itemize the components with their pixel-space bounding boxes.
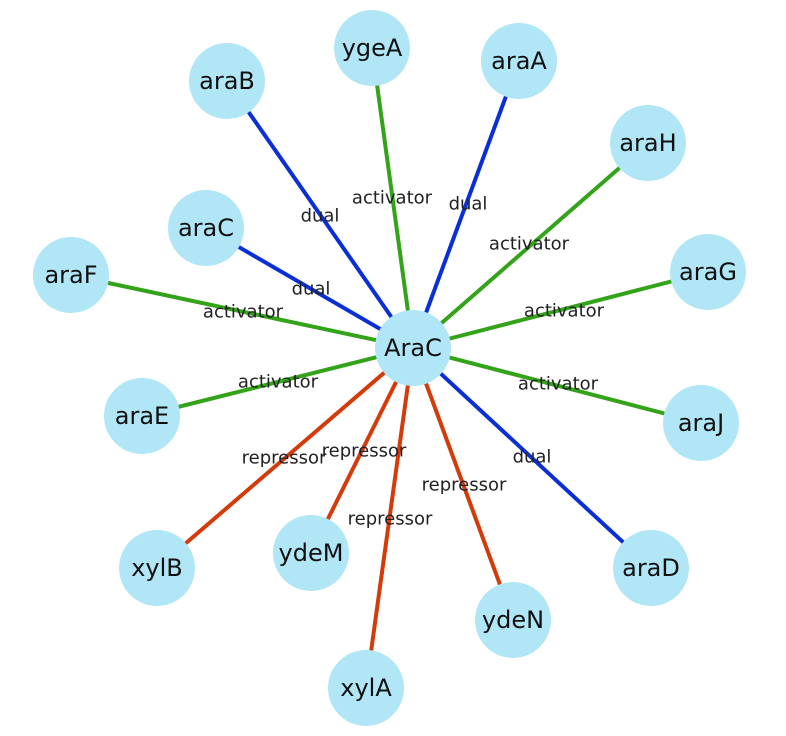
node-ygeA[interactable]: ygeA bbox=[334, 10, 410, 86]
node-ygeA-circle[interactable] bbox=[334, 10, 410, 86]
node-araH-circle[interactable] bbox=[610, 105, 686, 181]
edge-araB bbox=[225, 79, 415, 350]
node-araA-circle[interactable] bbox=[481, 23, 557, 99]
node-ydeN[interactable]: ydeN bbox=[475, 582, 551, 658]
edge-label-ydeM: repressor bbox=[322, 441, 407, 462]
edge-araC bbox=[204, 226, 415, 350]
node-ydeM-label: ydeM bbox=[279, 539, 344, 567]
node-ygeA-label: ygeA bbox=[342, 34, 403, 62]
edge-label-araA: dual bbox=[449, 194, 488, 215]
node-araH[interactable]: araH bbox=[610, 105, 686, 181]
edge-araG bbox=[412, 270, 709, 350]
edge-araH bbox=[411, 141, 650, 350]
node-araC-label: araC bbox=[178, 214, 234, 242]
edges-layer bbox=[70, 47, 709, 689]
node-ydeM-circle[interactable] bbox=[273, 515, 349, 591]
node-araA[interactable]: araA bbox=[481, 23, 557, 99]
edge-xylA bbox=[364, 347, 415, 689]
node-xylB[interactable]: xylB bbox=[119, 530, 195, 606]
edge-label-araJ: activator bbox=[518, 374, 599, 395]
edge-araF bbox=[70, 273, 414, 350]
edge-label-ygeA: activator bbox=[352, 188, 433, 209]
node-araB-circle[interactable] bbox=[189, 43, 265, 119]
edge-label-araH: activator bbox=[489, 234, 570, 255]
node-araJ-label: araJ bbox=[678, 409, 724, 437]
node-araF[interactable]: araF bbox=[33, 237, 109, 313]
node-xylA-label: xylA bbox=[340, 674, 392, 702]
edge-araD bbox=[411, 346, 653, 570]
edge-label-araG: activator bbox=[524, 301, 605, 322]
edge-ydeM bbox=[309, 347, 415, 554]
node-xylA[interactable]: xylA bbox=[328, 650, 404, 726]
node-araG-circle[interactable] bbox=[670, 234, 746, 310]
nodes-layer: araB ygeA araA araH araC araF araG araE araJ xylB… bbox=[33, 10, 746, 726]
node-araE[interactable]: araE bbox=[104, 378, 180, 454]
node-araD[interactable]: araD bbox=[613, 530, 689, 606]
node-araG-label: araG bbox=[679, 258, 737, 286]
node-araB[interactable]: araB bbox=[189, 43, 265, 119]
edge-label-araF: activator bbox=[203, 302, 284, 323]
node-araE-circle[interactable] bbox=[104, 378, 180, 454]
node-xylB-circle[interactable] bbox=[119, 530, 195, 606]
node-araJ[interactable]: araJ bbox=[663, 385, 739, 461]
node-hub-AraC-label: AraC bbox=[384, 334, 442, 362]
node-araD-label: araD bbox=[622, 554, 680, 582]
node-araH-label: araH bbox=[619, 129, 676, 157]
edge-label-xylB: repressor bbox=[242, 448, 327, 469]
node-ydeN-label: ydeN bbox=[482, 606, 544, 634]
node-xylA-circle[interactable] bbox=[328, 650, 404, 726]
node-araF-circle[interactable] bbox=[33, 237, 109, 313]
edge-araJ bbox=[412, 346, 702, 425]
node-araJ-circle[interactable] bbox=[663, 385, 739, 461]
node-araE-label: araE bbox=[115, 402, 169, 430]
edge-label-araD: dual bbox=[513, 447, 552, 468]
node-hub-AraC[interactable]: AraC bbox=[375, 310, 451, 386]
node-araF-label: araF bbox=[44, 261, 97, 289]
node-hub-AraC-circle[interactable] bbox=[375, 310, 451, 386]
node-araB-label: araB bbox=[199, 67, 255, 95]
node-ydeN-circle[interactable] bbox=[475, 582, 551, 658]
edge-label-ydeN: repressor bbox=[422, 475, 507, 496]
edge-label-araB: dual bbox=[301, 206, 340, 227]
node-xylB-label: xylB bbox=[131, 554, 183, 582]
edge-xylB bbox=[155, 346, 415, 570]
node-araC-circle[interactable] bbox=[168, 190, 244, 266]
edge-label-araE: activator bbox=[238, 372, 319, 393]
node-araG[interactable]: araG bbox=[670, 234, 746, 310]
node-araD-circle[interactable] bbox=[613, 530, 689, 606]
node-araA-label: araA bbox=[491, 47, 547, 75]
edge-araA bbox=[411, 60, 521, 349]
node-ydeM[interactable]: ydeM bbox=[273, 515, 349, 591]
node-araC[interactable]: araC bbox=[168, 190, 244, 266]
edge-label-araC: dual bbox=[292, 279, 331, 300]
edge-label-xylA: repressor bbox=[348, 509, 433, 530]
edge-ygeA bbox=[370, 47, 415, 349]
edge-araE bbox=[141, 346, 414, 418]
edge-ydeN bbox=[411, 347, 515, 621]
